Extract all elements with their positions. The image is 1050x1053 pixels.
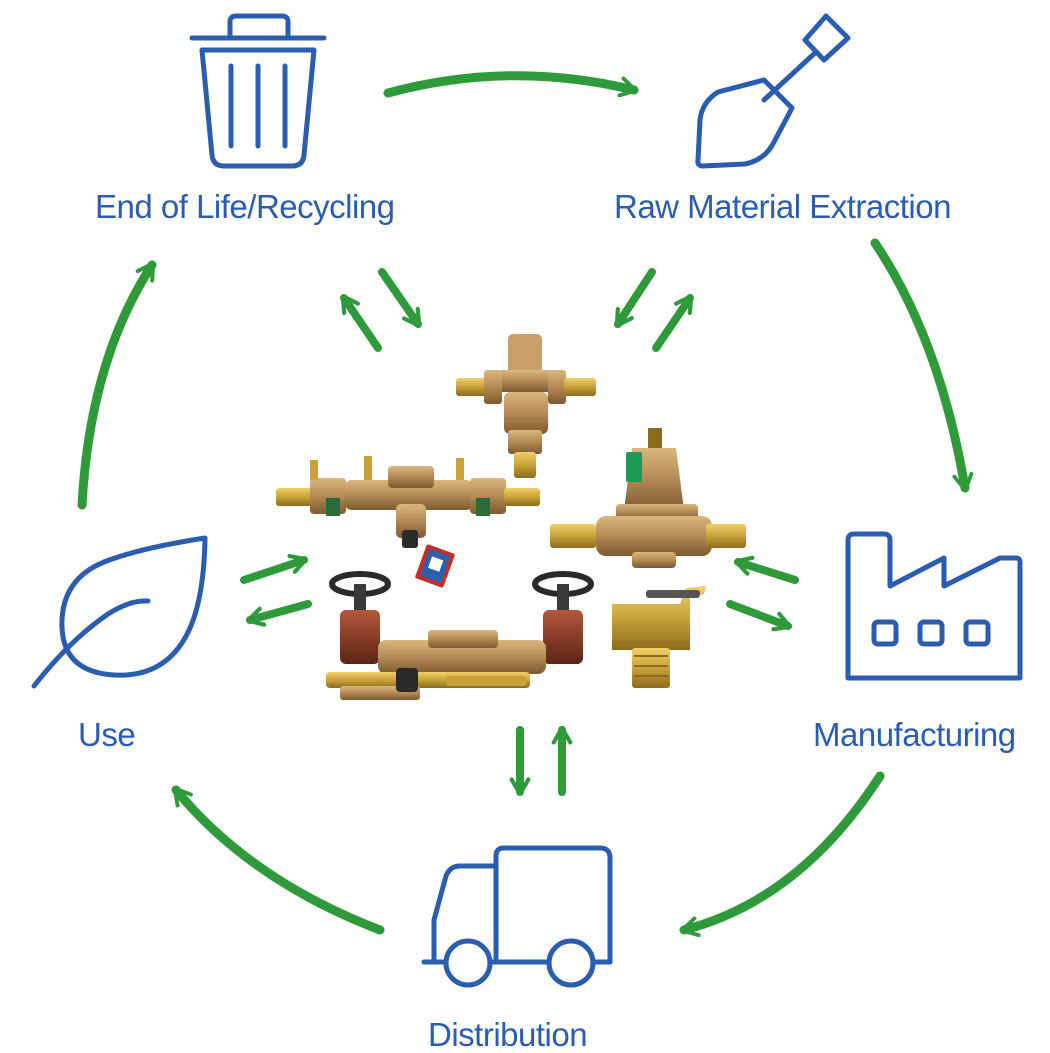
inner-arrows xyxy=(240,268,799,797)
delivery-truck-icon xyxy=(421,845,613,988)
backflow-assembly xyxy=(326,571,594,700)
trash-can-icon xyxy=(189,13,327,169)
arrow-mfg-out xyxy=(726,600,793,632)
arrow-raw-out xyxy=(652,294,694,352)
arrow-mfg-to-dist xyxy=(679,771,885,938)
arrow-eol-out xyxy=(340,294,382,352)
arrow-use-out xyxy=(240,553,309,584)
leaf-icon xyxy=(31,535,208,689)
use-label: Use xyxy=(78,716,136,753)
arrow-dist-to-use xyxy=(171,785,385,935)
pressure-reducing-valve xyxy=(550,428,746,568)
arrow-raw-to-mfg xyxy=(870,238,974,493)
arrow-raw-in xyxy=(614,268,656,328)
arrow-eol-to-raw xyxy=(383,71,639,98)
arrow-mfg-in xyxy=(733,555,799,584)
distribution-label: Distribution xyxy=(428,1016,588,1053)
product-tag xyxy=(415,544,455,588)
relief-valve xyxy=(612,586,706,688)
arrow-use-in xyxy=(245,600,312,627)
brass-plumbing-valves-icon xyxy=(276,334,746,700)
shovel-icon xyxy=(695,13,851,169)
cycle-arrows xyxy=(77,71,974,938)
mixing-valve xyxy=(456,334,596,478)
manufacturing-label: Manufacturing xyxy=(813,716,1016,753)
raw-material-extraction-label: Raw Material Extraction xyxy=(614,188,951,225)
backflow-preventer xyxy=(276,456,540,548)
factory-icon xyxy=(845,531,1023,681)
arrow-use-to-eol xyxy=(77,260,157,510)
arrow-eol-in xyxy=(378,268,422,328)
end-of-life-label: End of Life/Recycling xyxy=(95,188,395,225)
